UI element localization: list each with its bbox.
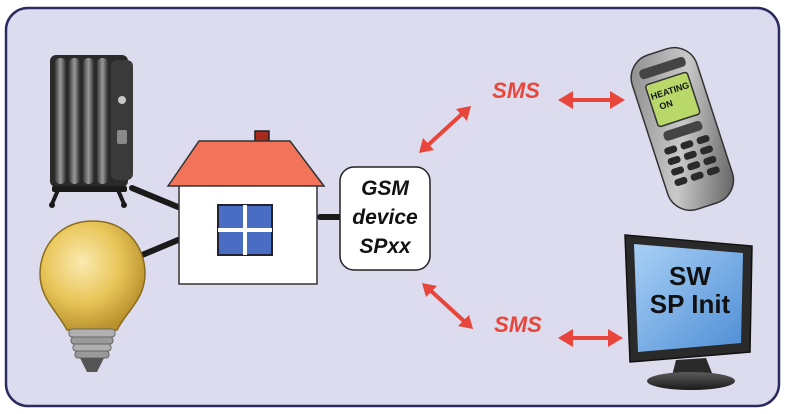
house-window xyxy=(217,204,273,256)
monitor-screen-line1: SW xyxy=(669,261,711,291)
double-arrow-monitor xyxy=(558,329,623,347)
light-bulb-icon xyxy=(39,220,146,372)
house-icon xyxy=(166,130,326,285)
mobile-phone-icon: HEATING ON xyxy=(630,46,735,212)
sms-label-monitor: SMS xyxy=(494,312,542,337)
double-arrow-gsm-upper xyxy=(419,106,471,153)
double-arrow-gsm-lower xyxy=(422,283,473,329)
radiator-icon xyxy=(49,55,133,208)
phone-screen-line2: ON xyxy=(658,98,674,112)
sms-label-phone: SMS xyxy=(492,78,540,103)
gsm-device-line1: GSM xyxy=(361,177,409,200)
monitor-icon: SW SP Init xyxy=(624,234,753,390)
double-arrow-phone xyxy=(558,91,625,109)
gsm-device-line2: device xyxy=(352,206,418,229)
gsm-device-line3: SPxx xyxy=(359,235,412,258)
gsm-device-box: GSM device SPxx xyxy=(339,166,431,271)
monitor-screen-line2: SP Init xyxy=(650,289,731,319)
